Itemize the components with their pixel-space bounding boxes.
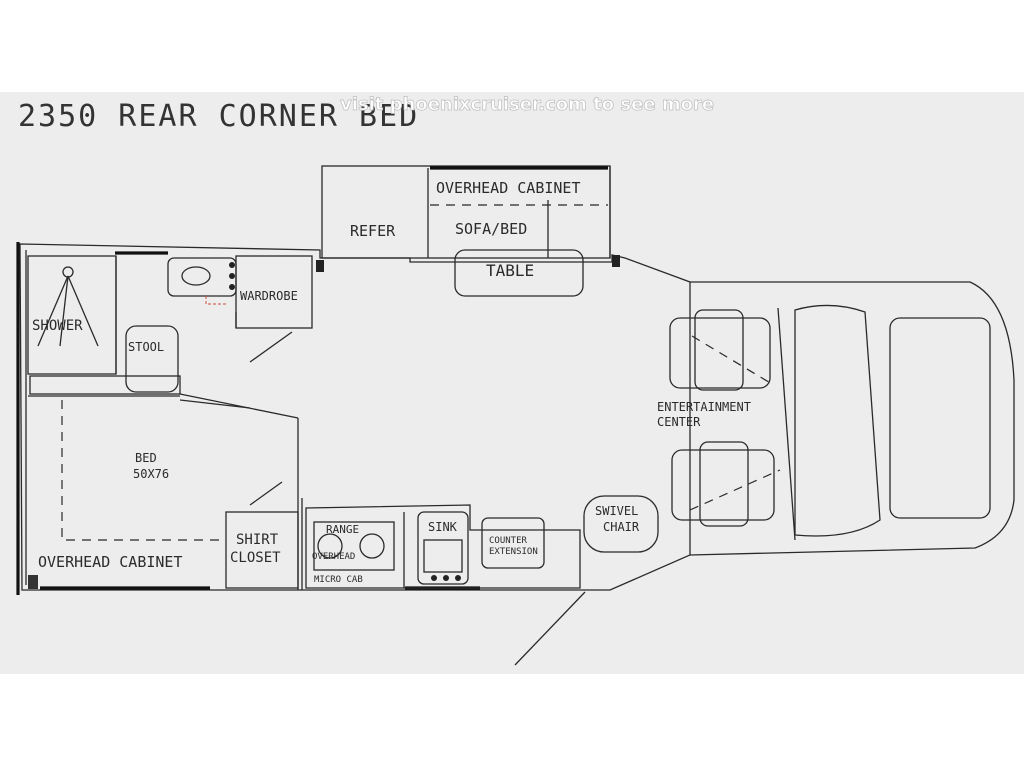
cab	[669, 281, 1015, 556]
passenger-seat	[671, 441, 781, 527]
bathroom	[27, 255, 313, 395]
room-labels: OVERHEAD CABINET REFER SOFA/BED TABLE WA…	[32, 179, 751, 585]
watermark-text: visit phoenixcruiser.com to see more	[340, 94, 714, 115]
label-micro-cab: MICRO CAB	[314, 575, 363, 585]
driver-seat	[669, 309, 773, 391]
coach-outline	[16, 242, 691, 595]
plan-background	[0, 92, 1024, 674]
label-counter: COUNTER	[489, 536, 528, 546]
label-wardrobe: WARDROBE	[240, 289, 298, 303]
label-sofa-bed: SOFA/BED	[455, 220, 527, 238]
label-bed: BED	[135, 451, 157, 465]
label-shower: SHOWER	[32, 318, 83, 334]
label-overhead-cabinet-bottom: OVERHEAD CABINET	[38, 553, 183, 571]
label-range: RANGE	[326, 523, 359, 536]
label-refer: REFER	[350, 222, 396, 240]
label-bed-size: 50X76	[133, 467, 169, 481]
label-table: TABLE	[486, 261, 534, 280]
table	[454, 249, 584, 297]
label-extension: EXTENSION	[489, 547, 538, 557]
label-entertainment: ENTERTAINMENT	[657, 400, 751, 414]
label-swivel: SWIVEL	[595, 504, 638, 518]
label-sink: SINK	[428, 520, 458, 534]
galley	[305, 495, 659, 666]
label-stool: STOOL	[128, 340, 164, 354]
plan-title: 2350 REAR CORNER BED	[18, 99, 419, 134]
slideout	[316, 165, 620, 272]
label-center: CENTER	[657, 415, 701, 429]
label-shirt: SHIRT	[236, 532, 279, 548]
label-overhead-cabinet-top: OVERHEAD CABINET	[436, 179, 581, 197]
label-overhead: OVERHEAD	[312, 552, 355, 562]
label-chair: CHAIR	[603, 520, 640, 534]
bedroom	[28, 393, 303, 590]
label-closet: CLOSET	[230, 550, 281, 566]
